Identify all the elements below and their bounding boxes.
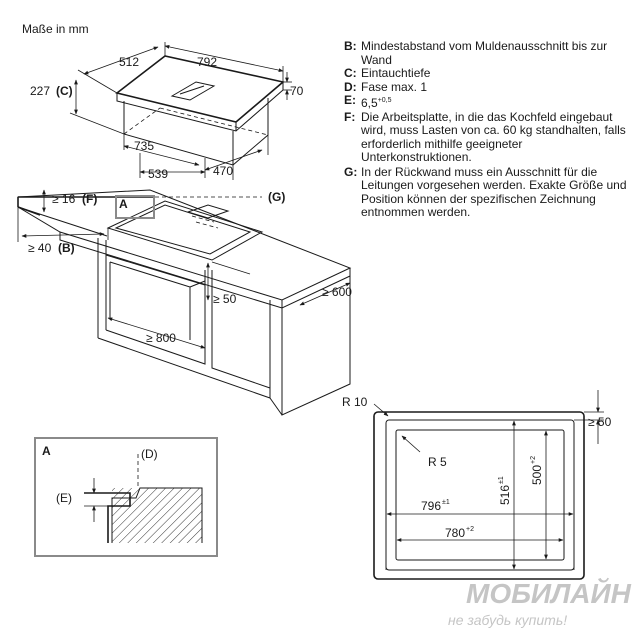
legend-notes: B: Mindestabstand vom Muldenausschnitt bi… [344, 39, 634, 220]
note-text: Fase max. 1 [361, 79, 428, 94]
dim-immersion-letter: (C) [56, 84, 73, 98]
dim-worktop-depth: ≥ 600 [322, 285, 352, 299]
radius-outer: R 10 [342, 395, 368, 409]
dim-wall-distance: ≥ 40 [28, 241, 52, 255]
dim-wall-letter: (B) [58, 241, 75, 255]
dim-hob-width: 792 [197, 55, 217, 69]
note-tolerance: +0,5 [377, 97, 392, 104]
dim-worktop-thickness: ≥ 16 [52, 192, 76, 206]
note-text: Eintauchtiefe [361, 66, 431, 80]
note-key: G: [344, 164, 358, 179]
note-item: D: Fase max. 1 [344, 79, 634, 95]
hob-top-view: 792 512 227 (C) 70 735 539 470 [30, 42, 304, 181]
note-text: Mindestabstand vom Muldenausschnitt bis … [361, 39, 608, 67]
logo-tagline: не забудь купить! [448, 612, 568, 628]
dim-glass-thickness: 70 [290, 84, 304, 98]
dim-gap: ≥ 50 [213, 292, 237, 306]
label-chamfer: (D) [141, 447, 158, 461]
dim-worktop-letter: (F) [82, 192, 97, 206]
dim-immersion-depth: 227 [30, 84, 50, 98]
note-item: E: 6,5+0,5 [344, 93, 634, 111]
note-item: C: Eintauchtiefe [344, 66, 634, 81]
dim-inner-width: 539 [148, 167, 168, 181]
detail-a-label: A [42, 444, 51, 458]
label-a-marker: A [119, 197, 128, 211]
dim-cabinet-width: ≥ 800 [146, 331, 176, 345]
note-key: C: [344, 66, 357, 80]
dim-cutout-gap: ≥ 50 [588, 415, 612, 429]
dim-cutout-height-outer: 516 [498, 485, 512, 505]
note-key: F: [344, 109, 356, 124]
dim-cutout-height-inner: 500 [530, 465, 544, 485]
installation-view: (G) A ≥ 16 (F) ≥ 40 (B) ≥ 50 ≥ 800 [17, 189, 352, 416]
note-text: In der Rückwand muss ein Ausschnitt für … [361, 164, 627, 219]
label-g: (G) [268, 190, 285, 204]
note-item: F: Die Arbeitsplatte, in die das Kochfeld… [344, 109, 634, 165]
radius-inner: R 5 [428, 455, 447, 469]
label-step-height: (E) [56, 491, 72, 505]
watermark-logo: МОБИЛАЙН не забудь купить! [448, 578, 633, 636]
extractor-slot-icon [170, 81, 216, 101]
note-key: E: [344, 93, 356, 107]
dim-cutout-width-outer: 796 [421, 499, 441, 513]
note-key: B: [344, 39, 357, 53]
dim-cut-width: 735 [134, 139, 154, 153]
cutout-view: R 10 R 5 ≥ 50 796 ±1 780 +2 516 ±1 500 +… [342, 390, 612, 580]
dim-cutout-height-outer-tol: ±1 [498, 476, 505, 484]
note-item: B: Mindestabstand vom Muldenausschnitt bi… [344, 39, 634, 67]
note-text: Die Arbeitsplatte, in die das Kochfeld e… [361, 109, 626, 164]
note-text: 6,5+0,5 [361, 96, 392, 110]
dim-cutout-width-outer-tol: ±1 [442, 499, 450, 506]
dim-cutout-width-inner: 780 [445, 526, 465, 540]
dim-hob-depth: 512 [119, 55, 139, 69]
note-item: G:In der Rückwand muss ein Ausschnitt fü… [344, 164, 634, 220]
detail-a: A (D) (E) [34, 437, 218, 557]
note-key: D: [344, 79, 357, 94]
dim-cutout-width-inner-tol: +2 [466, 526, 474, 533]
logo-brand: МОБИЛАЙН [466, 578, 631, 609]
unit-label: Maße in mm [22, 22, 89, 36]
dim-cutout-height-inner-tol: +2 [530, 456, 537, 464]
dim-side-depth: 470 [213, 164, 233, 178]
